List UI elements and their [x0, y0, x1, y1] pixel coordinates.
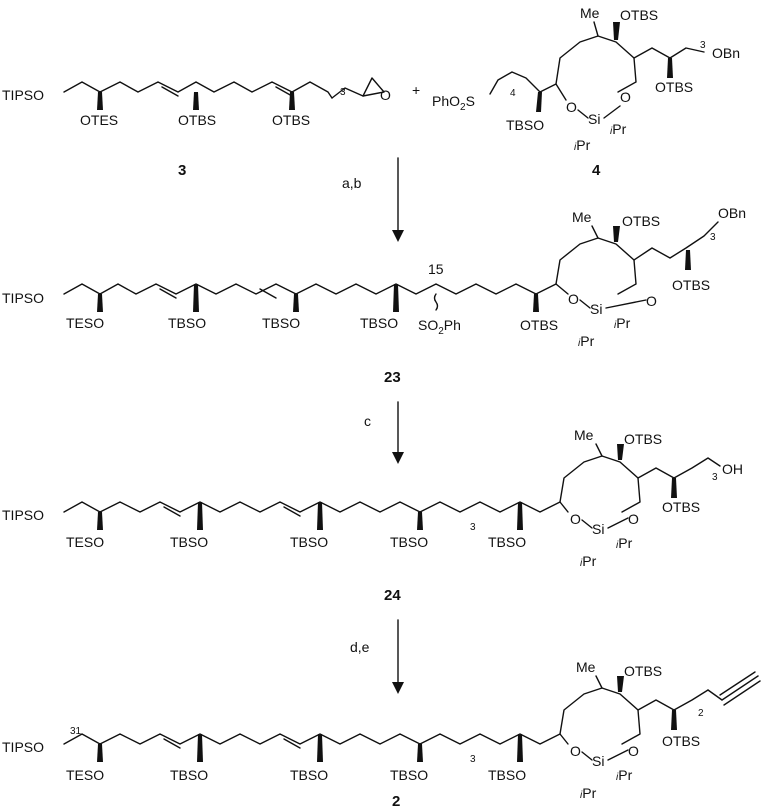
- otbs-group: OTBS: [622, 213, 660, 229]
- compound-24-structure: TIPSO TESO TBSO TBSO TBSO 3 TBSO Me OTBS…: [2, 427, 743, 569]
- tbso-group: TBSO: [488, 534, 526, 550]
- conditions-step-2: c: [364, 413, 371, 429]
- obn-group: OBn: [712, 45, 740, 61]
- isopropyl-group: iPr: [616, 535, 633, 551]
- tbso-group: TBSO: [168, 315, 206, 331]
- chain-subscript: 3: [470, 522, 476, 533]
- compound-2-label: 2: [392, 793, 400, 808]
- tips-group: TIPSO: [2, 87, 44, 103]
- locant-31: 31: [70, 726, 82, 737]
- chain-subscript: 3: [700, 40, 706, 51]
- chain-subscript: 3: [710, 232, 716, 243]
- methyl-group: Me: [580, 5, 600, 21]
- isopropyl-group: iPr: [580, 785, 597, 801]
- alkyne-triple-bond: [719, 671, 761, 706]
- chain-subscript: 2: [698, 708, 704, 719]
- reaction-arrow-3: [392, 619, 404, 694]
- conditions-step-1: a,b: [342, 175, 362, 191]
- tbso-group: TBSO: [170, 534, 208, 550]
- tbso-group: TBSO: [360, 315, 398, 331]
- isopropyl-group: iPr: [578, 333, 595, 349]
- otbs-group: OTBS: [624, 663, 662, 679]
- tbso-group: TBSO: [506, 117, 544, 133]
- tbso-group: TBSO: [290, 534, 328, 550]
- compound-3-structure: TIPSO OTES OTBS OTBS 3 O: [2, 77, 391, 128]
- compound-24-label: 24: [384, 587, 401, 604]
- otbs-group: OTBS: [655, 79, 693, 95]
- otbs-group: OTBS: [672, 277, 710, 293]
- compound-23-label: 23: [384, 369, 401, 386]
- isopropyl-group: iPr: [574, 137, 591, 153]
- phenylsulfonyl-group: SO2Ph: [418, 317, 461, 337]
- otbs-group: OTBS: [272, 112, 310, 128]
- obn-group: OBn: [718, 205, 746, 221]
- locant-15: 15: [428, 261, 444, 277]
- reaction-arrow-2: [392, 401, 404, 464]
- compound-4-structure: PhO2S 4 TBSO Me OTBS O O Si iPr iPr OTBS…: [432, 5, 740, 153]
- isopropyl-group: iPr: [616, 767, 633, 783]
- isopropyl-group: iPr: [580, 553, 597, 569]
- tbso-group: TBSO: [488, 767, 526, 783]
- compound-3-label: 3: [178, 162, 186, 179]
- tips-group: TIPSO: [2, 290, 44, 306]
- otbs-group: OTBS: [520, 317, 558, 333]
- oh-group: OH: [722, 461, 743, 477]
- sulfone-group: PhO2S: [432, 93, 475, 113]
- plus-sign: +: [412, 82, 420, 98]
- otes-group: OTES: [80, 112, 118, 128]
- silicon-atom: Si: [592, 753, 604, 769]
- chain-subscript: 3: [340, 87, 346, 98]
- epoxide-oxygen: O: [380, 87, 391, 103]
- otbs-group: OTBS: [178, 112, 216, 128]
- ring-oxygen: O: [570, 511, 581, 527]
- tbso-group: TBSO: [290, 767, 328, 783]
- chain-subscript: 3: [470, 754, 476, 765]
- otbs-group: OTBS: [662, 499, 700, 515]
- isopropyl-group: iPr: [610, 121, 627, 137]
- silicon-atom: Si: [588, 111, 600, 127]
- silicon-atom: Si: [592, 521, 604, 537]
- tbso-group: TBSO: [170, 767, 208, 783]
- teso-group: TESO: [66, 315, 104, 331]
- tbso-group: TBSO: [390, 767, 428, 783]
- chain-subscript: 3: [712, 472, 718, 483]
- ring-oxygen: O: [620, 89, 631, 105]
- ring-oxygen: O: [628, 743, 639, 759]
- compound-4-label: 4: [592, 162, 601, 179]
- ring-oxygen: O: [570, 743, 581, 759]
- methyl-group: Me: [574, 427, 594, 443]
- compound-2-structure: TIPSO 31 TESO TBSO TBSO TBSO 3 TBSO Me O…: [2, 659, 761, 801]
- chain-subscript: 4: [510, 88, 516, 99]
- ring-oxygen: O: [568, 291, 579, 307]
- compound-23-structure: TIPSO TESO TBSO TBSO TBSO 15 SO2Ph OTBS …: [2, 205, 746, 349]
- methyl-group: Me: [576, 659, 596, 675]
- tips-group: TIPSO: [2, 739, 44, 755]
- ring-oxygen: O: [628, 511, 639, 527]
- ring-oxygen: O: [646, 293, 657, 309]
- isopropyl-group: iPr: [614, 315, 631, 331]
- otbs-group: OTBS: [620, 7, 658, 23]
- tbso-group: TBSO: [390, 534, 428, 550]
- teso-group: TESO: [66, 534, 104, 550]
- ring-oxygen: O: [566, 99, 577, 115]
- tbso-group: TBSO: [262, 315, 300, 331]
- tips-group: TIPSO: [2, 507, 44, 523]
- conditions-step-3: d,e: [350, 639, 370, 655]
- otbs-group: OTBS: [662, 733, 700, 749]
- teso-group: TESO: [66, 767, 104, 783]
- reaction-arrow-1: [392, 157, 404, 242]
- methyl-group: Me: [572, 209, 592, 225]
- otbs-group: OTBS: [624, 431, 662, 447]
- silicon-atom: Si: [590, 301, 602, 317]
